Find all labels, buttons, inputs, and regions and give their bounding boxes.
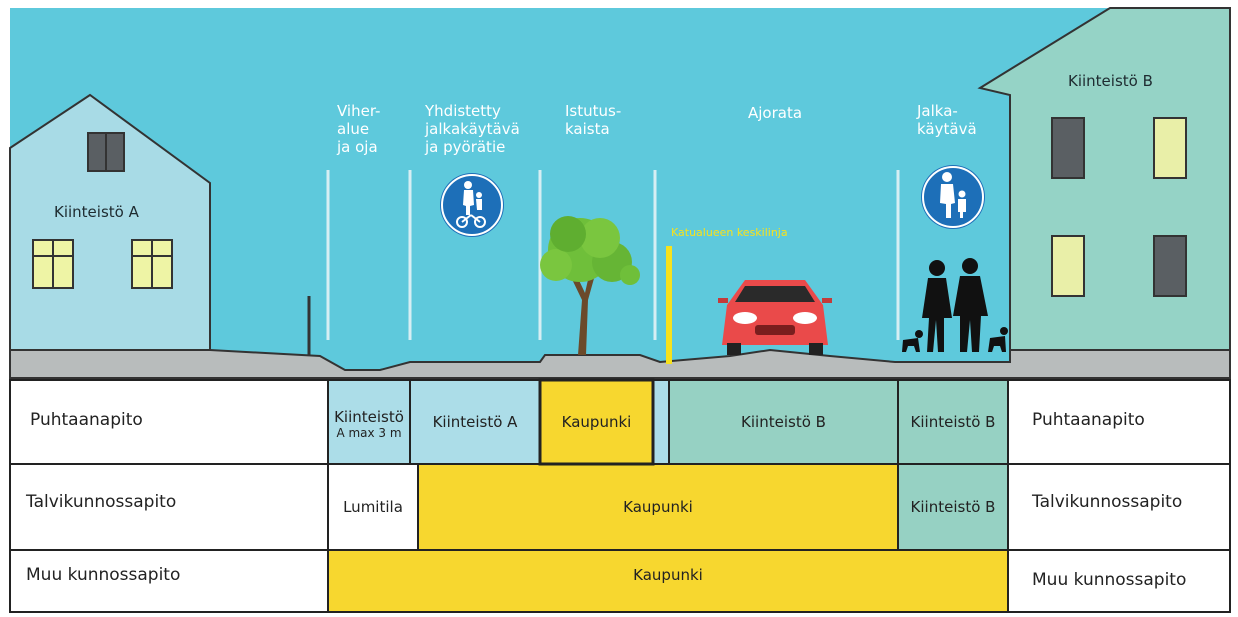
zone-label-jalkakaytava: Jalka- käytävä — [917, 102, 977, 138]
zone-label-yhdistetty: Yhdistetty jalkakäytävä ja pyörätie — [425, 102, 520, 156]
maintenance-table — [0, 378, 1238, 613]
tree-icon — [540, 216, 640, 355]
row-label-puhtaanapito: Puhtaanapito — [30, 410, 143, 430]
cell-r1-c1-sub: A max 3 m — [336, 426, 402, 440]
cell-r1-c1-main: Kiinteistö — [334, 408, 404, 426]
house-b — [977, 7, 1231, 351]
property-label-a: Kiinteistö A — [54, 203, 139, 221]
centerline-label: Katualueen keskilinja — [671, 226, 788, 239]
cell-r1-c1: Kiinteistö A max 3 m — [328, 400, 410, 448]
car-icon — [718, 280, 832, 355]
zone-label-viheralue: Viher- alue ja oja — [337, 102, 381, 156]
pedestrian-sign-icon — [921, 165, 985, 229]
cell-r3-c1: Kaupunki — [633, 566, 703, 584]
row-label-muu-kunnossapito: Muu kunnossapito — [26, 565, 181, 585]
row-label-right-puhtaanapito: Puhtaanapito — [1032, 410, 1145, 430]
cell-r2-c2: Kaupunki — [623, 498, 693, 516]
row-label-right-talvikunnossapito: Talvikunnossapito — [1032, 492, 1183, 512]
cell-r1-c4: Kiinteistö B — [741, 413, 826, 431]
ground-profile — [9, 348, 1231, 379]
row-label-right-muu-kunnossapito: Muu kunnossapito — [1032, 570, 1187, 590]
cell-r2-c1: Lumitila — [343, 498, 403, 516]
row-label-talvikunnossapito: Talvikunnossapito — [26, 492, 177, 512]
centerline-marker — [666, 246, 672, 364]
cell-r1-c5: Kiinteistö B — [910, 413, 996, 431]
cell-r1-c3: Kaupunki — [561, 413, 632, 431]
zone-dividers — [326, 170, 900, 340]
house-a — [9, 93, 211, 351]
pedestrian-cycle-sign-icon — [440, 173, 504, 237]
people-with-dogs-icon — [902, 258, 1008, 352]
zone-label-istutuskaista: Istutus- kaista — [565, 102, 622, 138]
cell-r1-c2: Kiinteistö A — [432, 413, 518, 431]
property-label-b: Kiinteistö B — [1068, 72, 1153, 90]
zone-label-ajorata: Ajorata — [748, 104, 803, 122]
cell-r2-c3: Kiinteistö B — [910, 498, 996, 516]
